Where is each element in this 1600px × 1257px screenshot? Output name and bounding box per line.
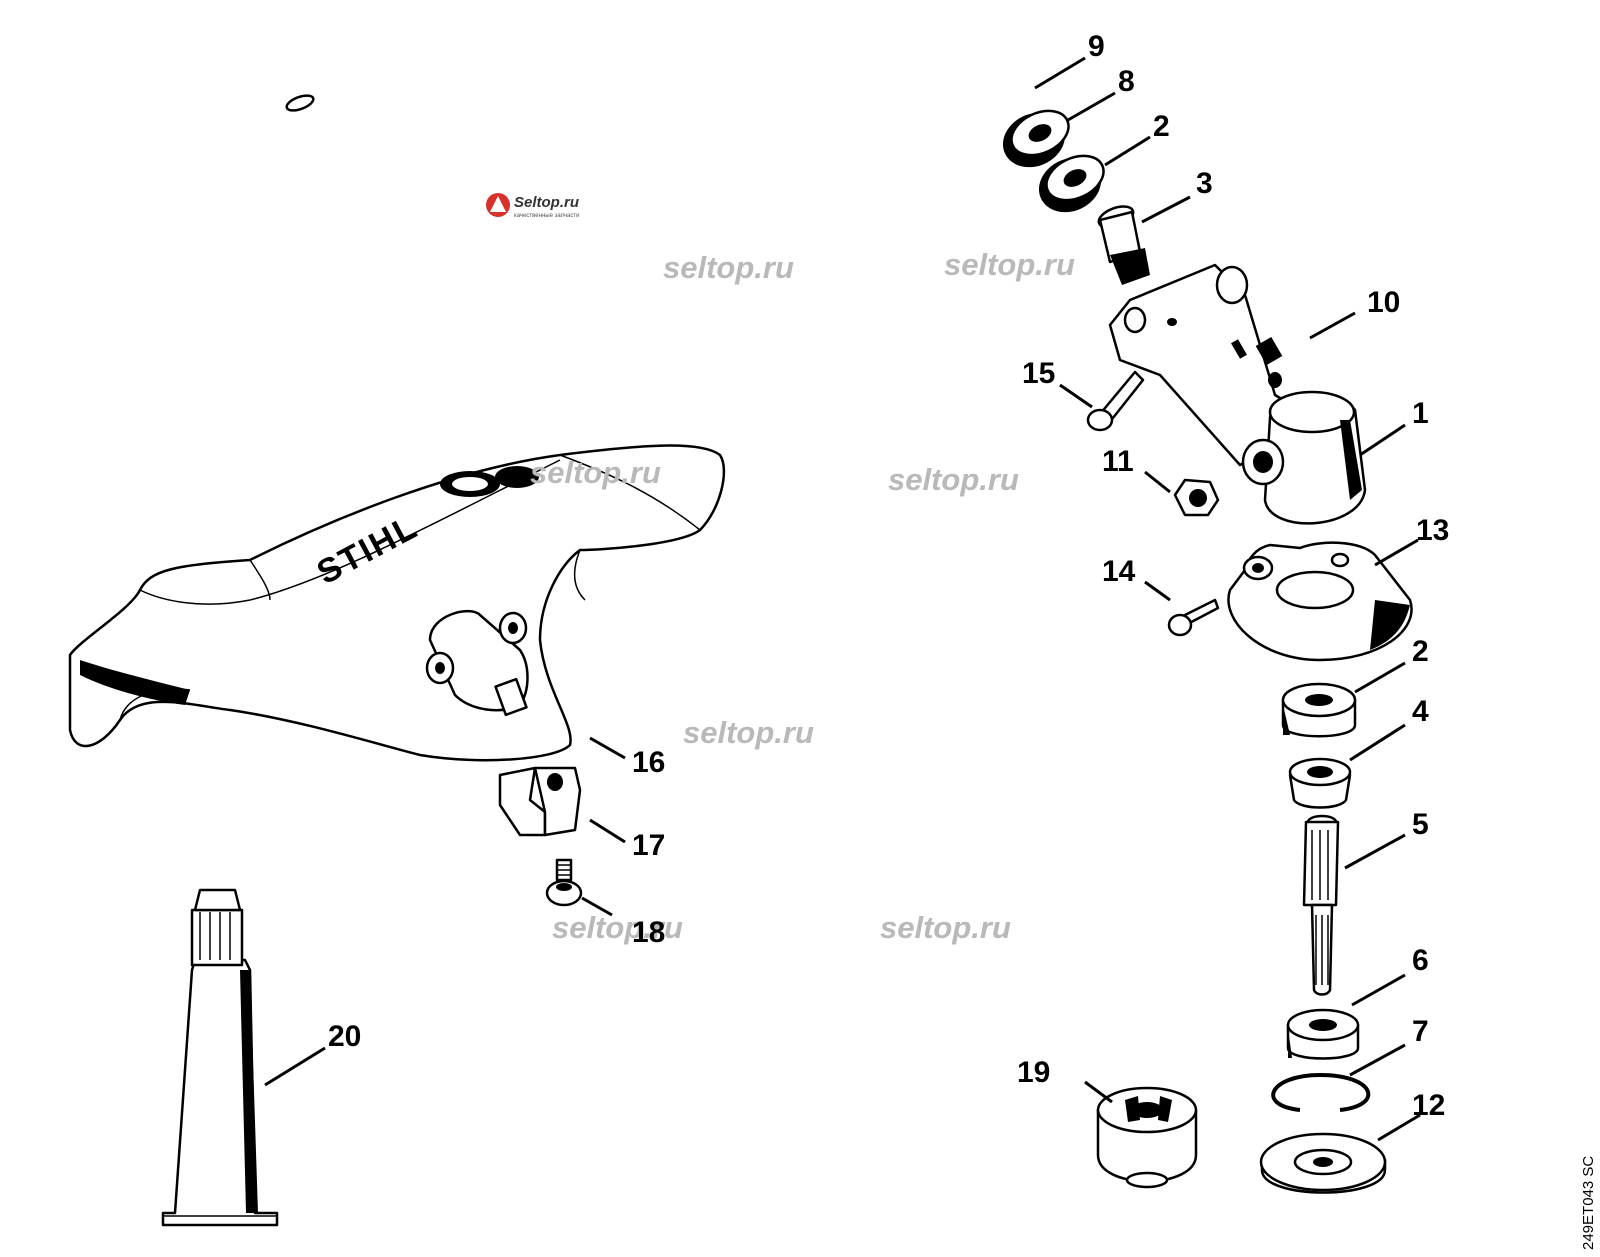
clip-part xyxy=(498,766,582,837)
bearing-6 xyxy=(1286,1008,1360,1060)
watermark-text: seltop.ru xyxy=(880,910,1011,945)
callout-17: 17 xyxy=(632,829,665,862)
bearing-2-upper xyxy=(1038,154,1105,213)
callout-14: 14 xyxy=(1102,555,1136,588)
watermark-text: seltop.ru xyxy=(530,455,661,490)
thrust-plate-19 xyxy=(1096,1086,1198,1189)
bearing-8 xyxy=(1002,109,1070,168)
pinion-3 xyxy=(1097,205,1150,285)
deflector-guard: STIHL xyxy=(68,444,726,762)
watermark-text: seltop.ru xyxy=(888,462,1019,497)
callout-8: 8 xyxy=(1118,65,1135,98)
callout-6: 6 xyxy=(1412,944,1429,977)
screw-15 xyxy=(1086,370,1145,432)
callout-12: 12 xyxy=(1412,1089,1445,1122)
callout-19: 19 xyxy=(1017,1056,1050,1089)
grease-tube xyxy=(161,888,279,1227)
screw-14 xyxy=(1167,598,1220,637)
gear-4 xyxy=(1288,757,1352,809)
callout-18: 18 xyxy=(632,916,665,949)
drawing-code: 249ET043 SC xyxy=(1580,1156,1597,1250)
logo-tagline: качественные запчасти xyxy=(514,213,579,219)
watermark-text: seltop.ru xyxy=(552,910,683,945)
callout-13: 13 xyxy=(1416,514,1449,547)
callout-16: 16 xyxy=(632,746,665,779)
plug-11 xyxy=(1173,478,1220,517)
callout-9: 9 xyxy=(1088,30,1105,63)
guard-mount-13 xyxy=(1227,541,1413,662)
callout-5: 5 xyxy=(1412,808,1429,841)
spindle-5 xyxy=(1302,814,1340,996)
watermark-text: seltop.ru xyxy=(683,715,814,750)
callout-2: 2 xyxy=(1153,110,1170,143)
gear-housing xyxy=(1108,263,1367,525)
callout-20: 20 xyxy=(328,1020,361,1053)
callout-15: 15 xyxy=(1022,357,1055,390)
watermark-text: seltop.ru xyxy=(663,250,794,285)
screw-18 xyxy=(545,858,583,907)
bearing-2-lower xyxy=(1281,682,1357,738)
callout-11: 11 xyxy=(1102,445,1134,478)
callouts: 9 8 2 3 10 15 1 11 13 14 2 4 16 17 5 18 … xyxy=(328,30,1449,1122)
leader-lines xyxy=(264,56,1421,1142)
logo-name: Seltop.ru xyxy=(514,194,579,211)
callout-10: 10 xyxy=(1367,286,1400,319)
callout-1: 1 xyxy=(1412,397,1429,430)
watermarks: seltop.ru seltop.ru seltop.ru seltop.ru … xyxy=(530,247,1075,945)
seltop-logo: Seltop.ru качественные запчасти xyxy=(486,193,579,219)
callout-2: 2 xyxy=(1412,635,1429,668)
plate-12 xyxy=(1259,1132,1387,1194)
circlip-7 xyxy=(1271,1072,1371,1112)
callout-7: 7 xyxy=(1412,1015,1429,1048)
watermark-text: seltop.ru xyxy=(944,247,1075,282)
set-screw-10 xyxy=(1255,336,1283,366)
callout-3: 3 xyxy=(1196,167,1213,200)
circlip-9 xyxy=(285,94,315,112)
callout-4: 4 xyxy=(1412,695,1429,728)
